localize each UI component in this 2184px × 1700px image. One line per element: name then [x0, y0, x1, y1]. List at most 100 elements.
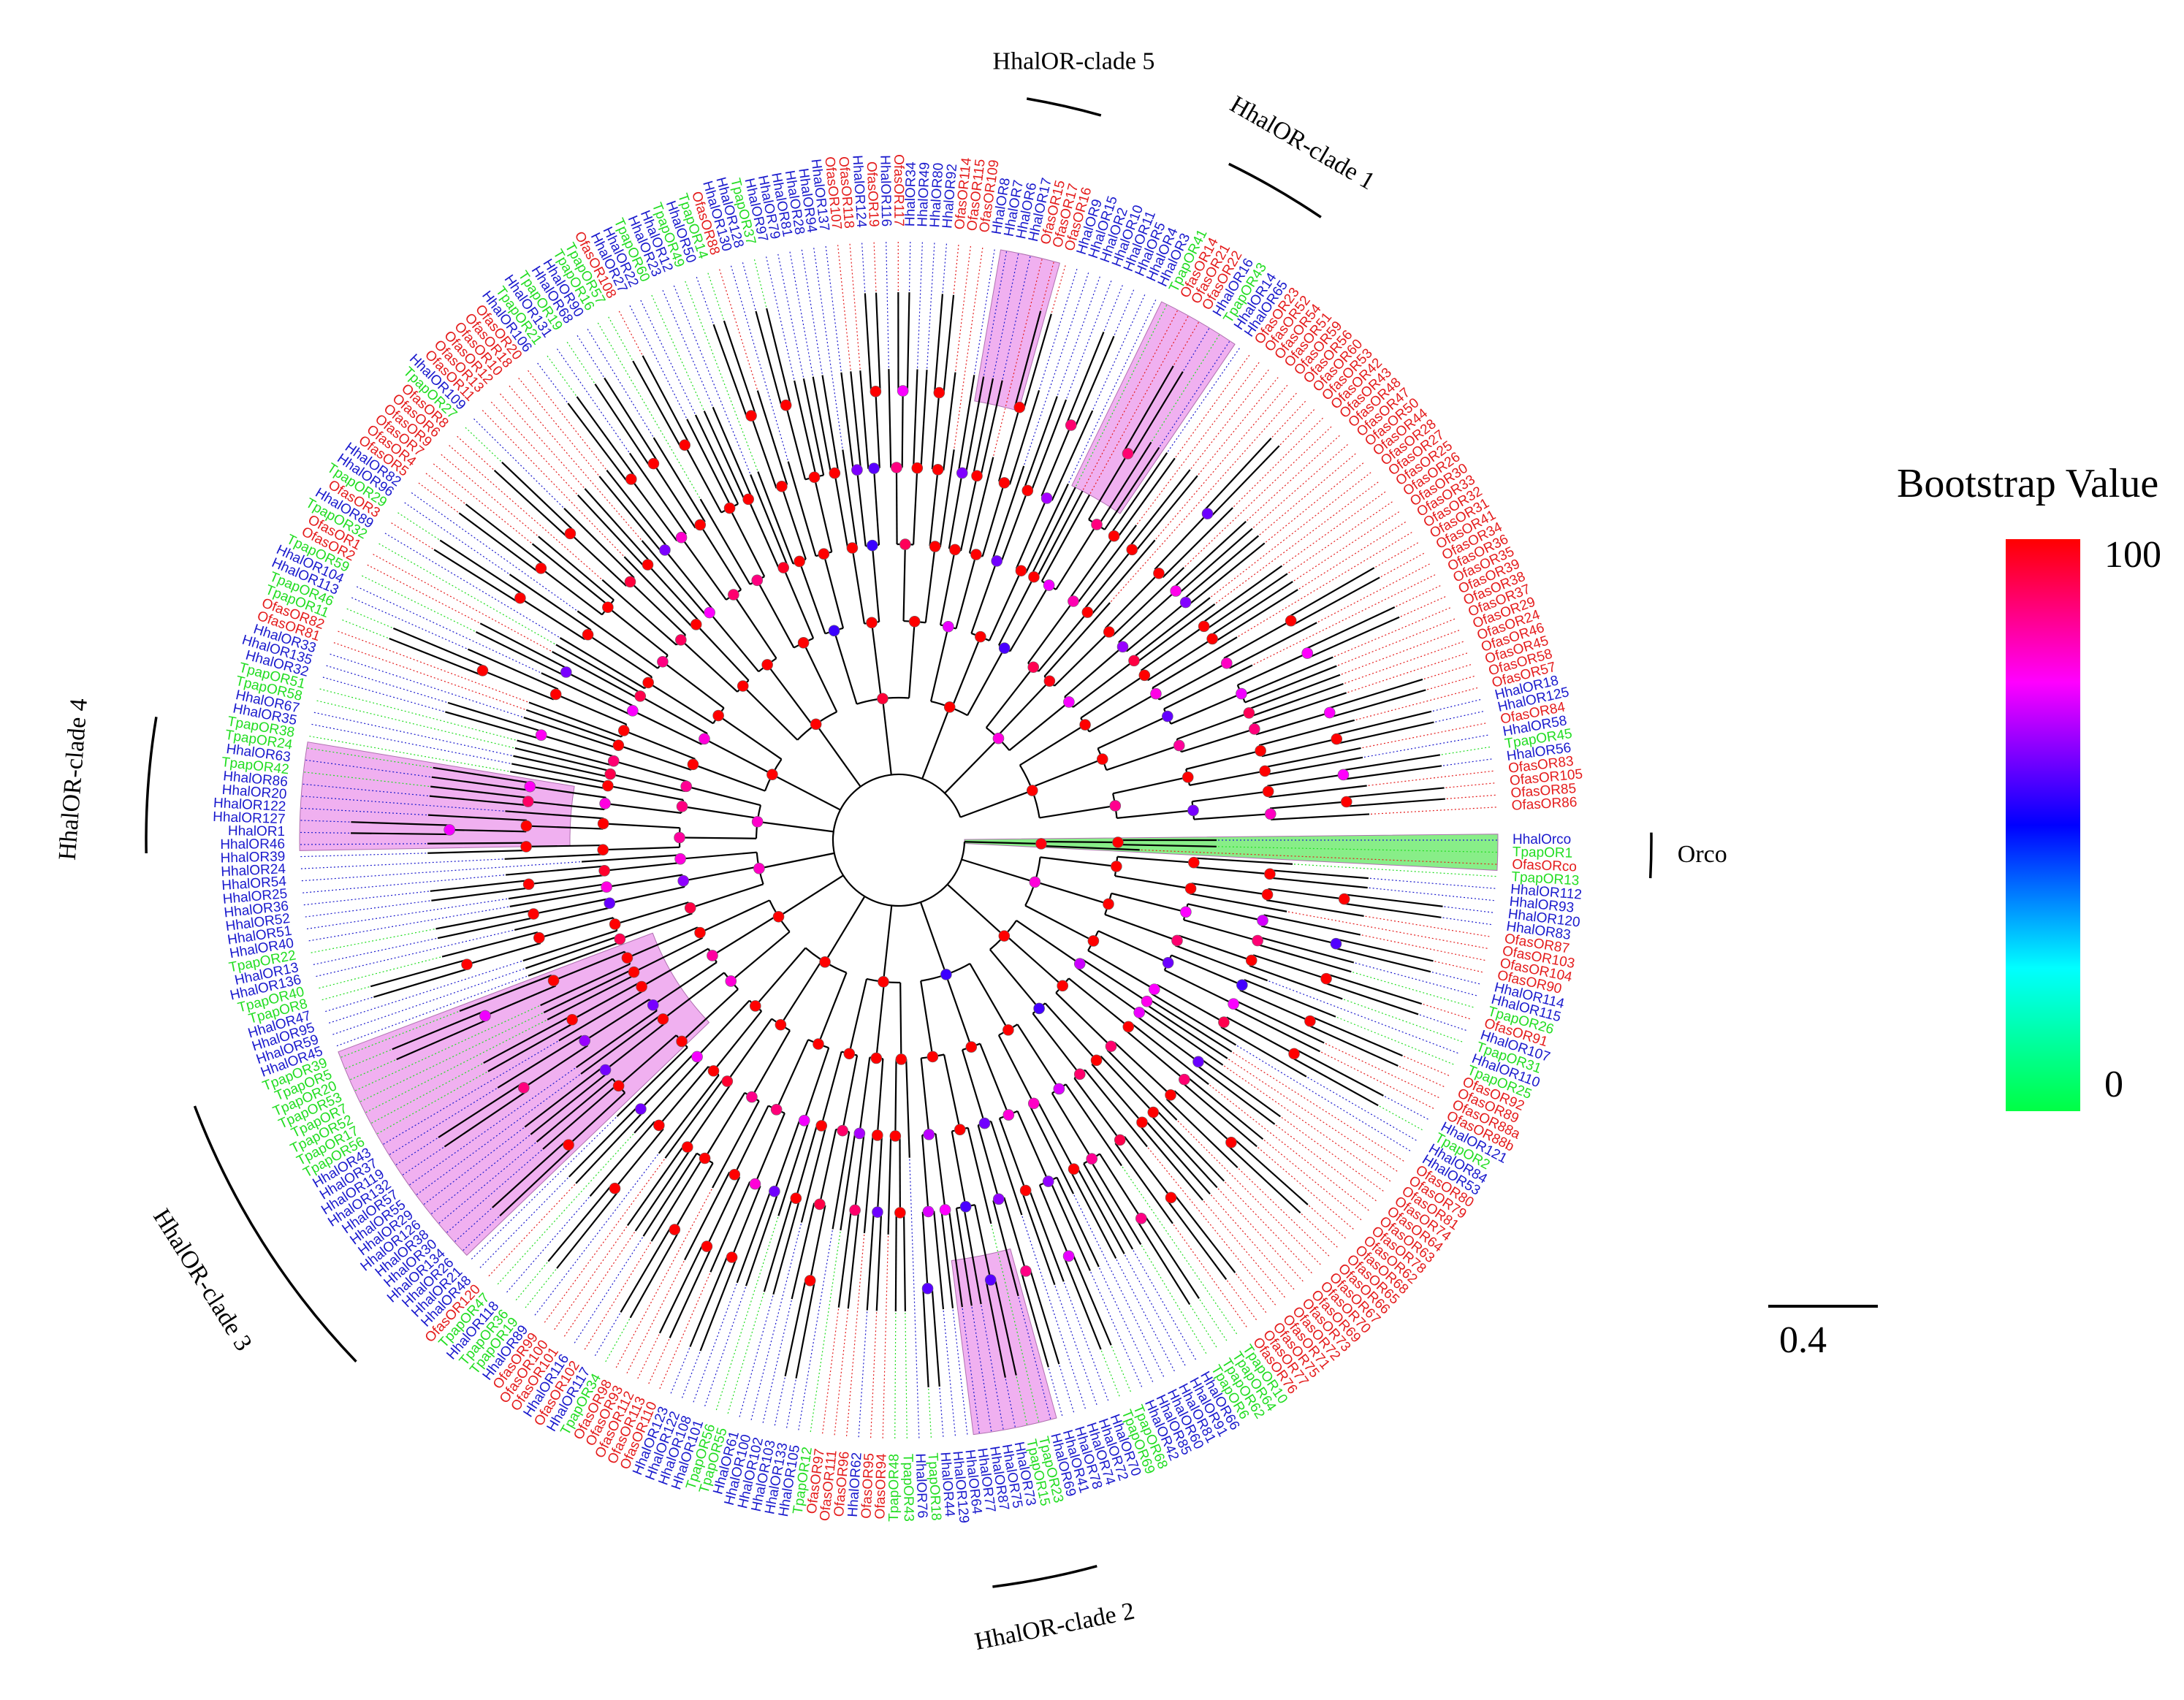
branch: [526, 844, 604, 848]
branch: [712, 1010, 763, 1072]
bootstrap-node: [479, 1010, 491, 1022]
tip-leader: [727, 1292, 764, 1415]
bootstrap-node: [563, 1139, 574, 1151]
tip-leader: [433, 462, 532, 544]
bootstrap-node: [1029, 876, 1041, 888]
tip-leader: [1225, 1181, 1313, 1274]
branch: [542, 1083, 618, 1150]
branch: [812, 376, 832, 474]
branch: [1049, 1180, 1091, 1271]
branch: [650, 1156, 704, 1242]
tip-leader: [1210, 1194, 1295, 1291]
branch: [1065, 332, 1105, 424]
tip-leader: [533, 1154, 658, 1316]
bootstrap-node: [1162, 956, 1174, 969]
branch: [1097, 441, 1152, 526]
branch: [1141, 625, 1205, 671]
bootstrap-node: [566, 1013, 578, 1026]
branch: [1100, 1056, 1154, 1113]
branch: [750, 474, 788, 567]
branch: [505, 810, 604, 820]
branch: [482, 669, 555, 701]
tip-leader: [615, 1189, 712, 1369]
tip-leader: [1257, 1147, 1355, 1230]
tip-label: HhalOR46: [220, 836, 285, 853]
tip-leader: [1226, 1280, 1257, 1321]
bootstrap-node: [520, 841, 532, 853]
bootstrap-node: [1187, 804, 1199, 817]
branch: [629, 1231, 680, 1319]
branch: [575, 1110, 644, 1184]
tip-leader: [1068, 299, 1157, 483]
bootstrap-node: [1165, 1192, 1177, 1204]
tip-label: OfasOR19: [864, 161, 882, 228]
branch: [541, 734, 615, 758]
tip-leader: [1175, 354, 1250, 458]
branch: [1090, 539, 1156, 616]
branch: [575, 1010, 658, 1069]
tip-label: OfasOR95: [859, 1453, 877, 1520]
branch: [1162, 507, 1233, 578]
branch: [445, 711, 541, 740]
bootstrap-node: [522, 796, 534, 807]
bootstrap-node: [1019, 1184, 1032, 1197]
bootstrap-node: [723, 502, 736, 514]
bootstrap-node: [520, 820, 533, 832]
branch: [921, 1211, 929, 1289]
bootstrap-node: [804, 1275, 816, 1287]
bootstrap-node: [1201, 508, 1214, 519]
tip-leader: [306, 747, 432, 769]
tip-label: HhalOR1: [228, 823, 285, 839]
branch: [906, 292, 910, 392]
branch: [1125, 1029, 1185, 1080]
branch: [594, 384, 651, 467]
branch: [513, 755, 610, 778]
tip-leader: [1122, 1166, 1238, 1335]
branch: [628, 452, 687, 535]
bootstrap-node: [579, 1034, 591, 1047]
bootstrap-node: [939, 1204, 951, 1216]
branch: [755, 310, 783, 407]
tip-leader: [454, 1208, 492, 1243]
tip-leader: [303, 771, 430, 788]
branch: [658, 1243, 704, 1334]
tip-leader: [1442, 758, 1493, 766]
bootstrap-node: [818, 548, 830, 560]
bootstrap-node: [1162, 710, 1173, 723]
tip-label: HhalOR34: [902, 161, 919, 227]
branch: [1256, 943, 1352, 973]
branch: [1029, 1105, 1075, 1194]
tip-leader: [1173, 321, 1200, 365]
branch: [1263, 914, 1361, 936]
bootstrap-nodes: [444, 385, 1352, 1295]
branch: [1083, 1163, 1134, 1250]
branch: [772, 774, 841, 811]
branch: [639, 695, 708, 734]
branch: [1038, 611, 1089, 672]
branch: [994, 1278, 1017, 1376]
tip-leader: [704, 1287, 746, 1407]
bootstrap-node: [819, 956, 831, 968]
bootstrap-node: [642, 559, 654, 571]
branch: [791, 1202, 815, 1300]
tip-leader: [382, 1040, 558, 1146]
branch: [1084, 1069, 1148, 1148]
branch: [979, 380, 1003, 477]
branch: [669, 1248, 712, 1338]
branch: [487, 1022, 575, 1072]
tip-leader: [1282, 491, 1387, 565]
tip-leader: [962, 1308, 981, 1434]
branch: [1138, 1124, 1203, 1201]
tip-leader: [670, 1348, 690, 1395]
branch: [712, 914, 778, 956]
tip-leader: [1441, 746, 1491, 755]
bootstrap-node: [1081, 606, 1094, 618]
branch: [875, 391, 880, 468]
branch: [604, 861, 681, 872]
branch: [681, 988, 739, 1043]
tip-leader: [1247, 435, 1341, 521]
bootstrap-node: [1128, 655, 1140, 667]
tip-leader: [389, 1088, 497, 1156]
branch: [1065, 1083, 1122, 1167]
branch: [1156, 983, 1225, 1024]
